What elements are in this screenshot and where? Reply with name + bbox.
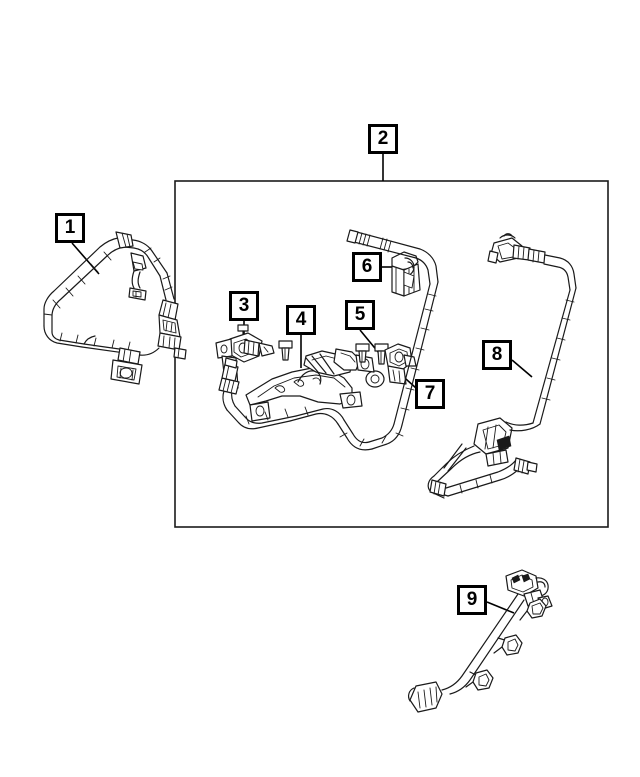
callout-9[interactable]: 9 (457, 585, 487, 615)
tube-junction-block (473, 417, 513, 467)
tube-clip-middle (493, 634, 523, 656)
callout-6[interactable]: 6 (352, 252, 382, 282)
part-8-tube-vapor-return (427, 233, 577, 499)
part-7-tube-fuel-supply (218, 229, 439, 451)
part-1-hose-assembly-heater (43, 231, 187, 385)
hose-coupling-right (157, 299, 182, 351)
callout-1[interactable]: 1 (55, 213, 85, 243)
part-9-top-connector (505, 569, 553, 610)
callout-7[interactable]: 7 (415, 379, 445, 409)
tube-clip-upper (519, 598, 547, 621)
quick-connect-fitting (487, 233, 546, 264)
callout-2[interactable]: 2 (368, 124, 398, 154)
tube-clip-lower (465, 669, 494, 691)
part-4-bracket-tube-mounting (245, 340, 385, 422)
part-9-bottom-connector (408, 681, 443, 713)
bracket-tube-retainer (303, 348, 375, 377)
hose-routing-clip (128, 252, 147, 301)
hose-coupling-bottom (110, 347, 143, 385)
callout-4[interactable]: 4 (286, 305, 316, 335)
part-9-tube-assembly-with-clips (408, 569, 553, 713)
callout-3[interactable]: 3 (229, 291, 259, 321)
part-6-clip-retainer (391, 251, 421, 297)
callout-5[interactable]: 5 (345, 300, 375, 330)
callout-8[interactable]: 8 (482, 340, 512, 370)
part-5-screw-fastener (355, 343, 417, 385)
